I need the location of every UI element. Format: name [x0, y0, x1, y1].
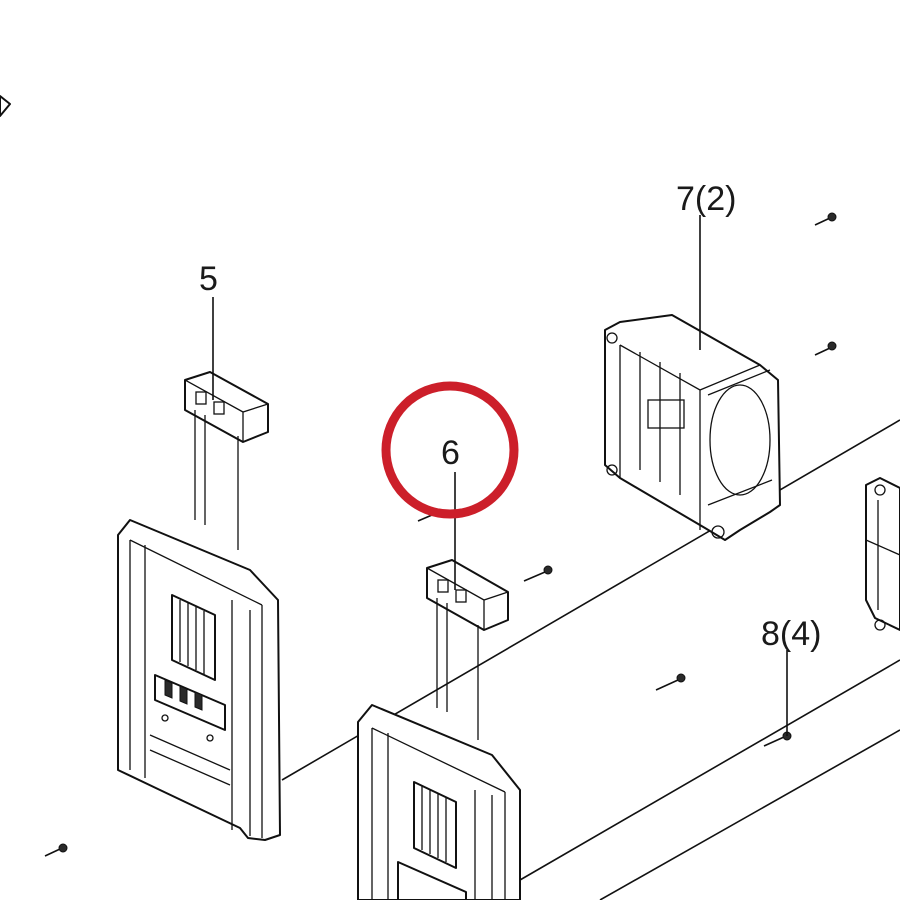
screw-1	[814, 212, 837, 226]
highlight-ring	[381, 381, 519, 519]
callout-part-8: 8(4)	[761, 615, 821, 653]
screw-4	[655, 673, 686, 691]
screw-7	[417, 514, 433, 522]
part-7-fan	[604, 314, 781, 541]
callout-part-5: 5	[199, 260, 218, 298]
callout-part-6: 6	[441, 434, 460, 472]
part-6-connector-assembly	[357, 559, 521, 900]
part-5-connector-assembly	[117, 371, 281, 841]
part-8-screws	[44, 212, 837, 857]
leader-lines	[212, 215, 788, 736]
screw-3	[523, 565, 553, 582]
screw-2	[814, 341, 837, 356]
part-7-fan-second	[865, 477, 900, 631]
screw-6	[44, 843, 68, 857]
partial-part-top-left	[0, 95, 11, 117]
callout-part-7: 7(2)	[676, 180, 736, 218]
